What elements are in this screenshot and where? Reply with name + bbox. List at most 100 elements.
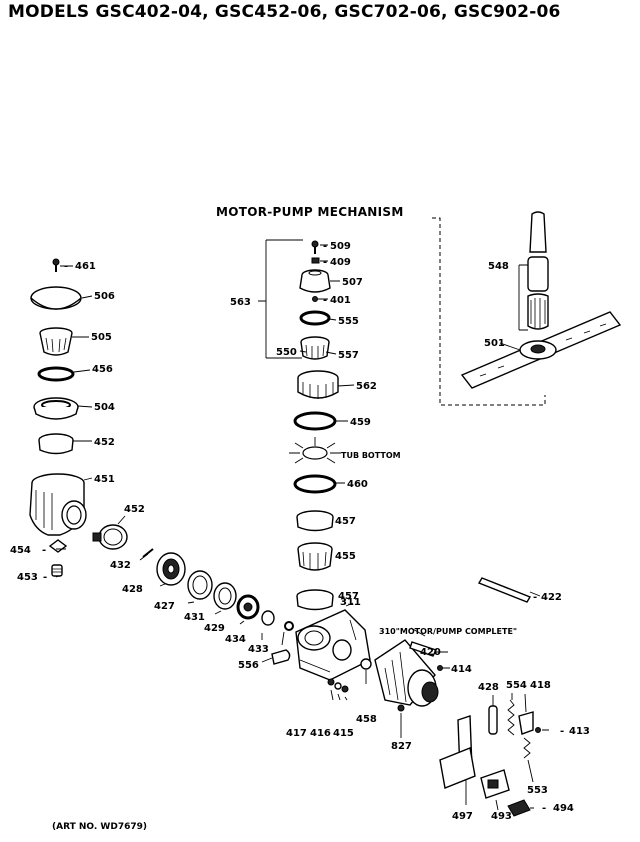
part-497-bracket <box>439 715 476 789</box>
part-459-gasket <box>293 411 337 431</box>
callout-509: 509 <box>330 241 351 252</box>
part-456-gasket <box>37 366 75 382</box>
callout-428-right: 428 <box>478 682 499 693</box>
callout-504: 504 <box>94 402 115 413</box>
callout-453: 453 <box>17 572 38 583</box>
part-562-nut <box>297 370 339 399</box>
part-409-washer <box>311 257 320 264</box>
part-557-impeller <box>300 336 330 360</box>
callout-557: 557 <box>338 350 359 361</box>
callout-414: 414 <box>451 664 472 675</box>
callout-506: 506 <box>94 291 115 302</box>
part-457-clamp-upper <box>296 510 334 532</box>
callout-422: 422 <box>541 592 562 603</box>
part-554-spring <box>507 699 515 736</box>
callout-417: 417 <box>286 728 307 739</box>
svg-text:-: - <box>42 545 46 556</box>
callout-427: 427 <box>154 601 175 612</box>
part-455-hose <box>297 542 333 571</box>
part-452-clamp-left <box>38 433 74 455</box>
art-number: (ART NO. WD7679) <box>52 822 147 832</box>
callout-553: 553 <box>527 785 548 796</box>
callout-428: 428 <box>122 584 143 595</box>
page-title: MODELS GSC402-04, GSC452-06, GSC702-06, … <box>8 2 561 22</box>
part-555-oring <box>299 310 331 326</box>
callout-827: 827 <box>391 741 412 752</box>
part-451-housing <box>29 473 87 536</box>
callout-452: 452 <box>94 437 115 448</box>
svg-text:-: - <box>64 261 68 272</box>
tub-bottom-hole <box>289 437 341 464</box>
part-422-rod <box>477 577 532 603</box>
callout-459: 459 <box>350 417 371 428</box>
callout-416: 416 <box>310 728 331 739</box>
svg-text:-: - <box>43 572 47 583</box>
svg-text:-: - <box>542 803 546 814</box>
svg-text:-: - <box>323 241 327 252</box>
callout-550: 550 <box>276 347 297 358</box>
svg-text:-: - <box>533 592 537 603</box>
part-420-bracket <box>409 641 437 657</box>
part-457-clamp-lower <box>296 589 334 611</box>
part-311-pump-housing <box>295 609 371 681</box>
part-509-screw <box>311 240 319 254</box>
part-418-clip <box>518 711 534 735</box>
part-453-plug <box>51 564 63 577</box>
svg-text:-: - <box>323 257 327 268</box>
callout-460: 460 <box>347 479 368 490</box>
part-494-button <box>507 799 531 817</box>
tub-bottom-label: TUB BOTTOM <box>341 451 401 460</box>
svg-text:-: - <box>560 726 564 737</box>
callout-554: 554 <box>506 680 527 691</box>
callout-455: 455 <box>335 551 356 562</box>
callout-563: 563 <box>230 297 251 308</box>
part-414-screw <box>437 665 443 671</box>
callout-497: 497 <box>452 811 473 822</box>
callout-409: 409 <box>330 257 351 268</box>
part-427-ring <box>187 570 213 600</box>
part-501-spray-arm <box>460 311 622 389</box>
callout-433: 433 <box>248 644 269 655</box>
callout-451: 451 <box>94 474 115 485</box>
callout-493: 493 <box>491 811 512 822</box>
callout-415: 415 <box>333 728 354 739</box>
callout-555: 555 <box>338 316 359 327</box>
part-507-hub <box>299 269 331 293</box>
callout-457-lower: 457 <box>338 591 359 602</box>
part-504-ring <box>33 397 79 420</box>
callout-420: 420 <box>420 647 441 658</box>
part-556-plug <box>271 649 291 665</box>
part-433-ring <box>284 621 294 631</box>
callout-507: 507 <box>342 277 363 288</box>
part-454-clip <box>48 539 68 553</box>
callout-556: 556 <box>238 660 259 671</box>
part-452-clamp-center <box>92 524 128 550</box>
callout-454: 454 <box>10 545 31 556</box>
part-434-spacer <box>261 610 275 626</box>
callout-501: 501 <box>484 338 505 349</box>
part-553-spring <box>523 737 531 759</box>
callout-434: 434 <box>225 634 246 645</box>
part-401-ball <box>312 296 318 302</box>
callout-548: 548 <box>488 261 509 272</box>
part-548-tube <box>527 211 549 330</box>
part-461-screw <box>52 258 60 272</box>
part-413-screw <box>535 727 541 733</box>
motor-pump-complete-label: 310"MOTOR/PUMP COMPLETE" <box>379 627 517 636</box>
svg-text:-: - <box>323 295 327 306</box>
callout-311: 311 <box>340 597 361 608</box>
part-432-pin <box>142 548 154 558</box>
callout-494: 494 <box>553 803 574 814</box>
callout-562: 562 <box>356 381 377 392</box>
part-493-switch <box>480 769 510 799</box>
part-428-impeller-wheel <box>156 552 186 586</box>
part-505-strainer <box>39 327 73 356</box>
part-429-seal <box>236 594 260 620</box>
callout-413: 413 <box>569 726 590 737</box>
callout-432: 432 <box>110 560 131 571</box>
callout-431: 431 <box>184 612 205 623</box>
callout-401: 401 <box>330 295 351 306</box>
part-310-motor <box>374 639 439 707</box>
